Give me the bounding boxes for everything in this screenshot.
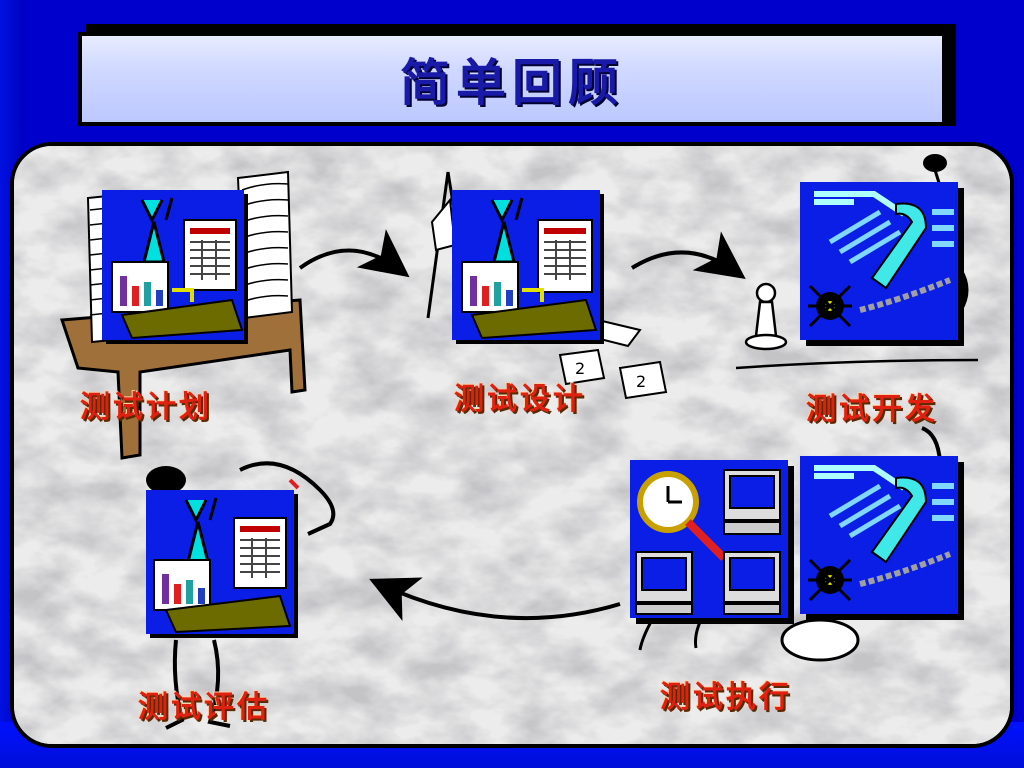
label-develop: 测试开发 (806, 392, 938, 427)
execute-card-icon (630, 460, 794, 624)
edge-design-develop (630, 231, 746, 280)
slide-title: 简单回顾 (400, 53, 624, 112)
dish-base-icon (780, 618, 860, 662)
edge-plan-design (298, 229, 410, 278)
label-plan: 测试计划 (80, 390, 212, 425)
evaluate-card-icon (146, 490, 298, 638)
execute-dev-card-icon (800, 456, 964, 620)
node-develop (735, 154, 979, 463)
pawn-icon (744, 282, 788, 351)
develop-card-icon (800, 182, 964, 346)
paper-note-icon: 2 2 (558, 318, 668, 400)
title-box: 简单回顾 (78, 32, 946, 126)
label-design: 测试设计 (454, 382, 586, 417)
label-execute: 测试执行 (660, 680, 792, 715)
svg-text:2: 2 (575, 359, 585, 378)
label-evaluate: 测试评估 (138, 690, 270, 725)
node-evaluate (146, 461, 336, 730)
svg-text:2: 2 (636, 372, 646, 391)
figure-icon (146, 461, 336, 730)
plan-card-icon (102, 190, 248, 344)
design-card-icon (452, 190, 604, 344)
edge-execute-evaluate (369, 577, 621, 621)
